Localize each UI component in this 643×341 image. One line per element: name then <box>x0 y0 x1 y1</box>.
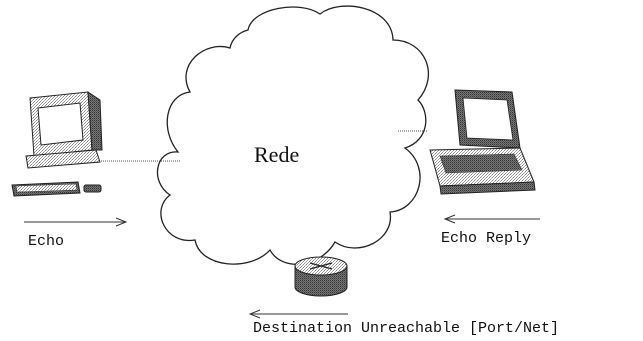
desktop-computer-icon <box>11 91 103 197</box>
router-icon <box>294 256 348 297</box>
echo-reply-arrow <box>443 214 540 224</box>
destination-unreachable-arrow <box>248 309 348 319</box>
echo-arrow <box>24 217 128 227</box>
laptop-icon <box>429 89 536 195</box>
echo-reply-label: Echo Reply <box>441 230 532 247</box>
destination-unreachable-label: Destination Unreachable [Port/Net] <box>253 320 560 337</box>
network-cloud <box>156 5 429 265</box>
echo-label: Echo <box>28 233 65 250</box>
cloud-label: Rede <box>254 142 300 167</box>
